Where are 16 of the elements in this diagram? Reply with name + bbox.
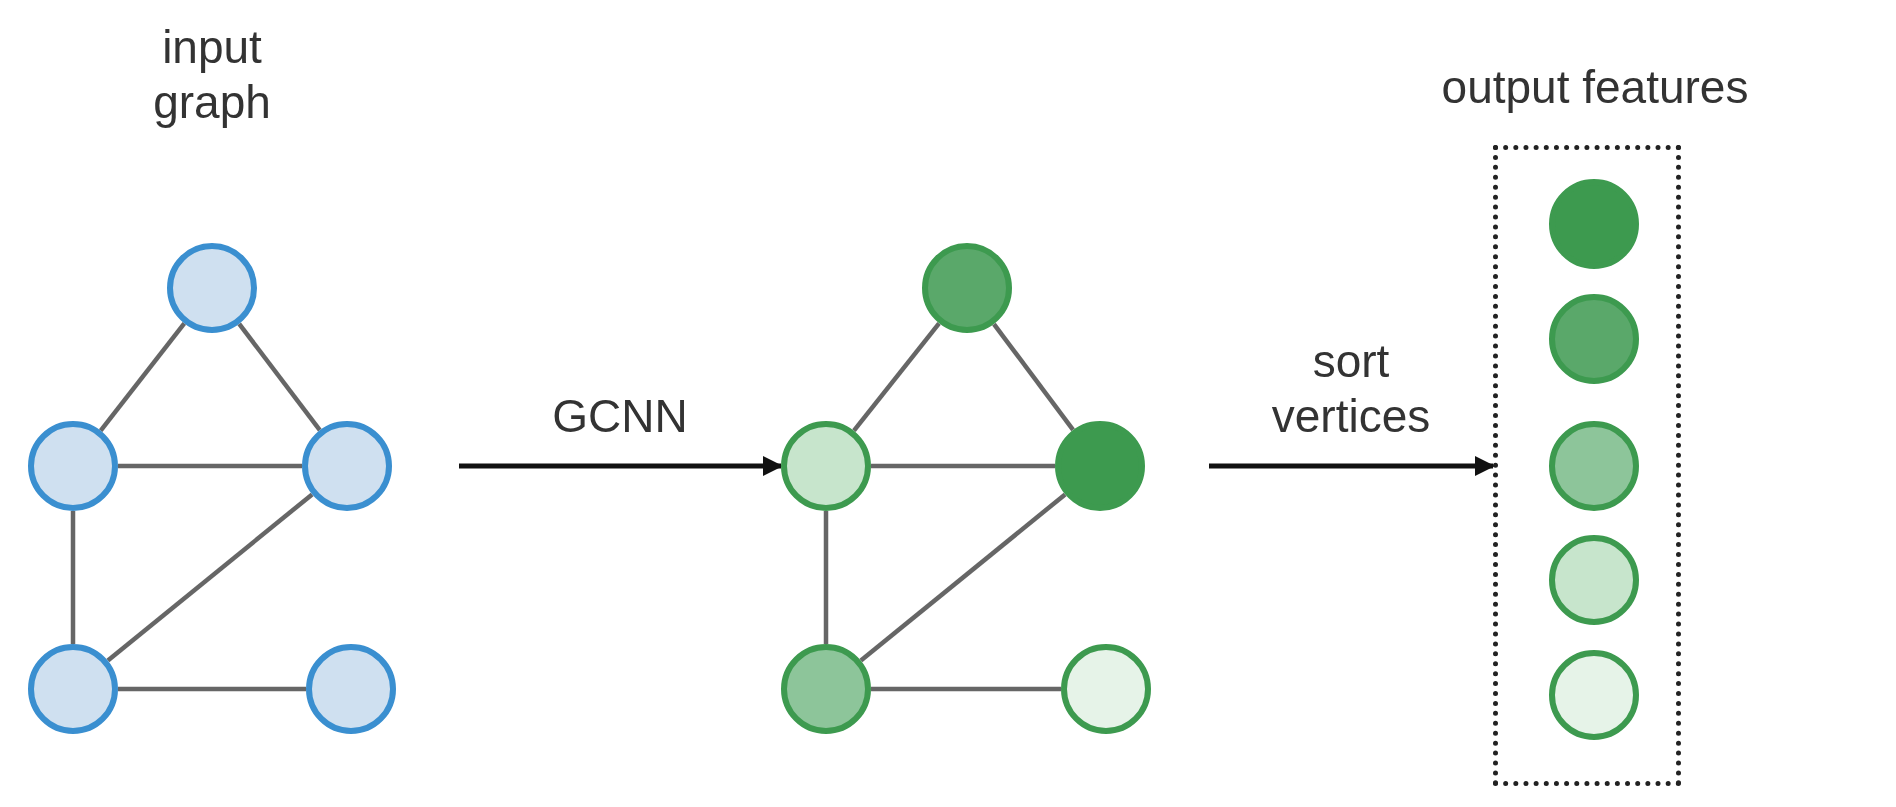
graph-caption: input graph xyxy=(152,20,272,131)
graph-edge xyxy=(118,463,302,469)
graph-edge xyxy=(871,463,1055,469)
arrow xyxy=(1209,456,1495,476)
graph-edge xyxy=(106,492,314,663)
arrow xyxy=(459,456,783,476)
graph-edge xyxy=(852,321,941,433)
column-heading: output features xyxy=(1440,60,1750,114)
graph-edge xyxy=(118,686,306,692)
graph-edge xyxy=(992,322,1075,432)
graph-edge xyxy=(237,322,322,432)
graph-edge xyxy=(98,322,187,432)
graph-edge xyxy=(871,686,1061,692)
graph-edge xyxy=(859,492,1067,663)
graph-edge xyxy=(70,511,76,644)
graph-edge xyxy=(823,511,829,644)
